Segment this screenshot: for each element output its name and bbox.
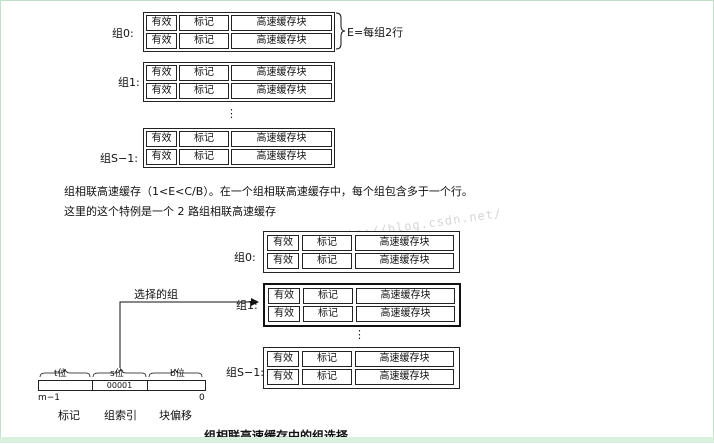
bottom-set-1-selected: 有效 标记 高速缓存块 有效 标记 高速缓存块 — [263, 283, 461, 327]
tag-cell: 标记 — [303, 288, 353, 304]
tag-cell: 标记 — [302, 253, 352, 269]
tag-cell: 标记 — [179, 83, 229, 99]
bottom-strip — [0, 437, 714, 443]
lines-per-set-annotation: E=每组2行 — [347, 26, 404, 39]
cache-block-cell: 高速缓存块 — [355, 235, 454, 251]
cache-block-cell: 高速缓存块 — [231, 149, 332, 165]
b-bits-brace — [148, 368, 203, 378]
lsb-index-label: 0 — [199, 393, 205, 403]
tag-cell: 标记 — [179, 65, 229, 81]
tag-field — [39, 381, 93, 390]
valid-bit-cell: 有效 — [146, 15, 177, 31]
set-index-field: 00001 — [92, 381, 148, 390]
valid-bit-cell: 有效 — [267, 235, 299, 251]
tag-cell: 标记 — [179, 15, 229, 31]
tag-field-label: 标记 — [58, 409, 80, 422]
cache-block-cell: 高速缓存块 — [231, 33, 332, 49]
top-set-0: 有效 标记 高速缓存块 有效 标记 高速缓存块 — [143, 12, 335, 52]
s-bits-brace — [92, 368, 147, 378]
paragraph-line-2: 这里的这个特例是一个 2 路组相联高速缓存 — [64, 205, 276, 218]
block-offset-field-label: 块偏移 — [159, 409, 192, 422]
tag-cell: 标记 — [179, 149, 229, 165]
bottom-set-last-label: 组S−1: — [226, 366, 264, 379]
set-index-field-label: 组索引 — [104, 409, 137, 422]
top-set-0-label: 组0: — [112, 27, 134, 40]
top-set-last: 有效 标记 高速缓存块 有效 标记 高速缓存块 — [143, 128, 335, 168]
valid-bit-cell: 有效 — [268, 306, 300, 322]
cache-block-cell: 高速缓存块 — [355, 351, 454, 367]
tag-cell: 标记 — [179, 33, 229, 49]
cache-block-cell: 高速缓存块 — [356, 288, 455, 304]
tag-cell: 标记 — [302, 351, 352, 367]
s-bits-label: s位 — [110, 369, 124, 379]
cache-block-cell: 高速缓存块 — [231, 15, 332, 31]
top-set-1-label: 组1: — [118, 76, 140, 89]
cache-block-cell: 高速缓存块 — [355, 369, 454, 385]
ellipsis-dots: ⋮ — [226, 107, 237, 120]
cache-block-cell: 高速缓存块 — [231, 83, 332, 99]
selected-set-label: 选择的组 — [134, 288, 178, 301]
top-set-1: 有效 标记 高速缓存块 有效 标记 高速缓存块 — [143, 62, 335, 102]
b-bits-label: b位 — [170, 369, 185, 379]
cache-block-cell: 高速缓存块 — [356, 306, 455, 322]
set-select-arrow — [119, 298, 259, 368]
msb-index-label: m−1 — [38, 393, 61, 403]
ellipsis-dots: ⋮ — [354, 328, 365, 341]
tag-cell: 标记 — [302, 369, 352, 385]
valid-bit-cell: 有效 — [146, 131, 177, 147]
tag-cell: 标记 — [179, 131, 229, 147]
top-set-last-label: 组S−1: — [100, 152, 138, 165]
t-bits-brace — [39, 368, 91, 378]
valid-bit-cell: 有效 — [146, 65, 177, 81]
cache-block-cell: 高速缓存块 — [355, 253, 454, 269]
address-bits-box: 00001 — [38, 380, 206, 391]
bottom-set-last: 有效 标记 高速缓存块 有效 标记 高速缓存块 — [263, 347, 460, 389]
valid-bit-cell: 有效 — [267, 253, 299, 269]
tag-cell: 标记 — [302, 235, 352, 251]
valid-bit-cell: 有效 — [146, 33, 177, 49]
valid-bit-cell: 有效 — [267, 369, 299, 385]
paragraph-line-1: 组相联高速缓存（1<E<C/B）。在一个组相联高速缓存中，每个组包含多于一个行。 — [64, 185, 473, 198]
t-bits-label: t位 — [54, 369, 67, 379]
lines-per-set-brace — [335, 12, 346, 50]
valid-bit-cell: 有效 — [146, 83, 177, 99]
valid-bit-cell: 有效 — [146, 149, 177, 165]
tag-cell: 标记 — [303, 306, 353, 322]
cache-block-cell: 高速缓存块 — [231, 65, 332, 81]
valid-bit-cell: 有效 — [268, 288, 300, 304]
bottom-set-0-label: 组0: — [234, 251, 256, 264]
cache-block-cell: 高速缓存块 — [231, 131, 332, 147]
bottom-set-0: 有效 标记 高速缓存块 有效 标记 高速缓存块 — [263, 231, 460, 273]
valid-bit-cell: 有效 — [267, 351, 299, 367]
